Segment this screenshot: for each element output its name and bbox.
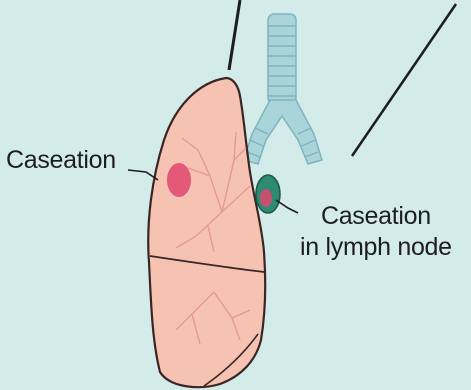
label-caseation-lymph-node-line1: Caseation xyxy=(300,201,452,232)
leader-line-node xyxy=(276,200,298,213)
lung xyxy=(148,78,265,387)
lymph-node xyxy=(256,175,280,213)
pointer-line-left xyxy=(229,0,240,70)
trachea xyxy=(244,14,322,164)
label-caseation-lymph-node: Caseation in lymph node xyxy=(300,201,452,263)
caseation-lesion xyxy=(167,163,191,197)
label-caseation-lymph-node-line2: in lymph node xyxy=(300,232,452,263)
label-caseation-lung: Caseation xyxy=(6,145,116,176)
pointer-line-right xyxy=(352,4,456,156)
